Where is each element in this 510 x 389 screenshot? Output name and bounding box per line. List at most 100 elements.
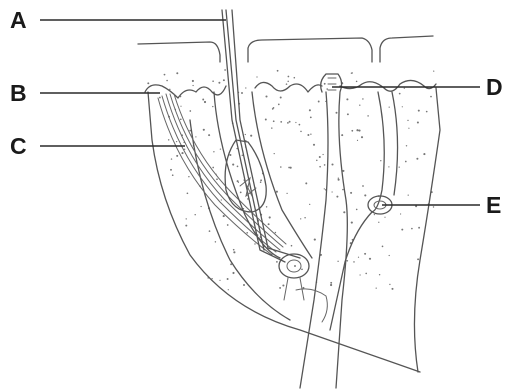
stipple-dot xyxy=(309,204,310,205)
stipple-dot xyxy=(276,191,278,193)
stipple-dot xyxy=(166,80,168,82)
stipple-dot xyxy=(280,97,282,99)
stipple-dot xyxy=(216,178,218,180)
stipple-dot xyxy=(171,158,172,159)
stipple-dot xyxy=(416,158,418,160)
stipple-dot xyxy=(330,284,332,286)
stipple-dot xyxy=(180,106,181,107)
stipple-dot xyxy=(223,79,225,81)
stipple-dot xyxy=(189,110,191,112)
stipple-dot xyxy=(342,170,344,172)
stipple-dot xyxy=(227,278,229,280)
stipple-dot xyxy=(399,93,401,95)
stipple-dot xyxy=(322,154,323,155)
label-a: A xyxy=(10,7,27,33)
stipple-dot xyxy=(180,118,182,120)
stipple-dot xyxy=(309,109,311,111)
stipple-dot xyxy=(374,214,375,215)
leader-lines xyxy=(40,20,480,205)
stipple-dot xyxy=(185,225,187,227)
stipple-dot xyxy=(300,131,302,133)
stipple-dot xyxy=(228,289,229,290)
stipple-dot xyxy=(181,152,183,154)
stipple-dot xyxy=(351,222,353,224)
stipple-dot xyxy=(338,179,340,181)
stipple-dot xyxy=(353,261,355,263)
stipple-dot xyxy=(356,209,358,211)
stipple-dot xyxy=(212,80,214,82)
epidermis-surface xyxy=(138,36,433,62)
stipple-dot xyxy=(324,164,326,166)
stipple-dot xyxy=(400,213,401,214)
stipple-dot xyxy=(357,140,358,141)
stipple-dot xyxy=(319,156,321,158)
stipple-dot xyxy=(324,83,326,85)
stipple-dot xyxy=(301,268,303,270)
stipple-dot xyxy=(369,258,371,260)
stipple-dot xyxy=(408,128,409,129)
stipple-dot xyxy=(290,167,292,169)
stipple-dot xyxy=(195,136,196,137)
stipple-dot xyxy=(164,74,166,76)
stipple-dot xyxy=(187,192,189,194)
stipple-dot xyxy=(358,257,359,258)
stipple-dot xyxy=(192,85,193,86)
stipple-dot xyxy=(351,73,352,74)
stipple-dot xyxy=(378,222,379,223)
stipple-dot xyxy=(319,166,321,168)
stipple-dot xyxy=(229,154,231,156)
stipple-dot xyxy=(176,155,178,157)
stipple-dot xyxy=(330,282,332,284)
stipple-dot xyxy=(291,245,293,247)
stipple-dot xyxy=(275,232,277,234)
stipple-dot xyxy=(389,106,390,107)
stipple-dot xyxy=(401,229,403,231)
stipple-dot xyxy=(362,185,364,187)
stipple-dot xyxy=(243,284,245,286)
stipple-dot xyxy=(246,232,248,234)
stipple-dot xyxy=(188,176,189,177)
stipple-dot xyxy=(361,136,363,138)
stipple-dot xyxy=(313,144,315,146)
stipple-dot xyxy=(391,288,393,290)
label-c: C xyxy=(10,133,27,159)
stipple-dot xyxy=(169,89,171,91)
stipple-dot xyxy=(343,211,345,213)
stipple-dot xyxy=(186,218,187,219)
stipple-dot xyxy=(417,258,419,260)
label-b: B xyxy=(10,80,27,106)
stipple-dot xyxy=(219,280,220,281)
stipple-dot xyxy=(299,124,301,126)
stipple-dot xyxy=(194,214,195,215)
stipple-dot xyxy=(364,194,366,196)
stipple-dot xyxy=(407,120,408,121)
stipple-dot xyxy=(256,76,257,77)
stipple-dot xyxy=(358,130,360,132)
stipple-dot xyxy=(268,223,270,225)
stipple-dot xyxy=(364,253,366,255)
stipple-dot xyxy=(286,83,288,85)
stipple-dot xyxy=(314,239,316,241)
stipple-dot xyxy=(250,135,252,137)
stipple-dot xyxy=(433,70,434,71)
dermis-stipple xyxy=(147,69,434,290)
stipple-dot xyxy=(411,228,413,230)
stipple-dot xyxy=(221,199,222,200)
stipple-dot xyxy=(430,96,432,98)
stipple-dot xyxy=(359,105,360,106)
stipple-dot xyxy=(336,112,338,114)
stipple-dot xyxy=(245,134,246,135)
stipple-dot xyxy=(350,192,352,194)
stipple-dot xyxy=(274,153,275,154)
stipple-dot xyxy=(209,230,211,232)
stipple-dot xyxy=(342,189,343,190)
sweat-duct xyxy=(300,74,347,388)
stipple-dot xyxy=(172,174,174,176)
stipple-dot xyxy=(170,169,172,171)
stipple-dot xyxy=(418,110,420,112)
stipple-dot xyxy=(286,193,287,194)
stipple-dot xyxy=(367,115,369,117)
stipple-dot xyxy=(304,217,305,218)
